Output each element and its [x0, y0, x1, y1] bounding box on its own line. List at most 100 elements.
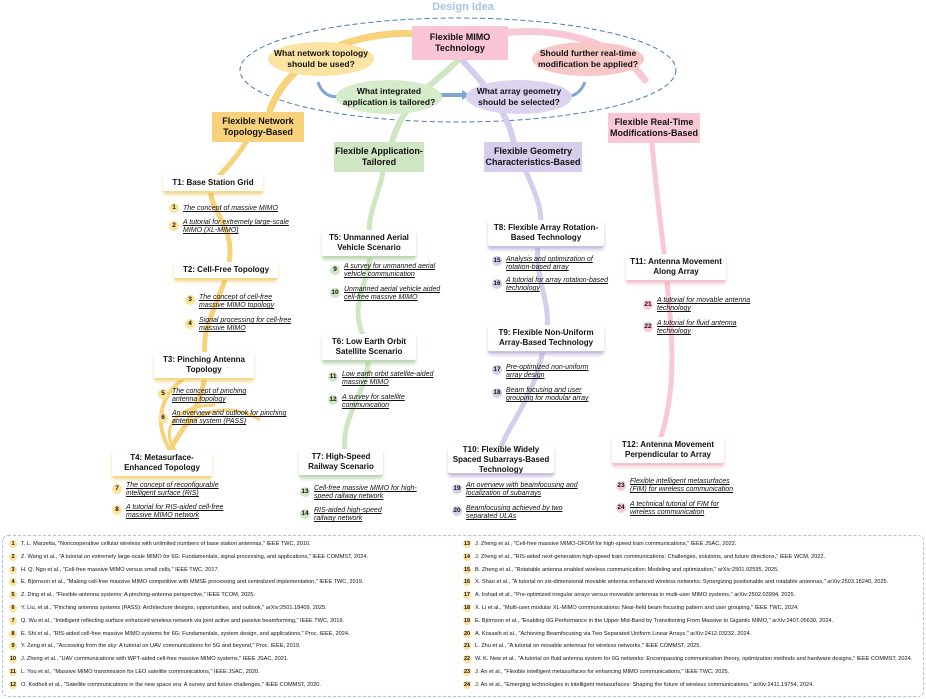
branch-geometry: Flexible Geometry Characteristics-Based	[484, 142, 582, 172]
topic-t10: T10: Flexible Widely Spaced Subarrays-Ba…	[448, 445, 554, 475]
ref-number-8: 8	[112, 505, 122, 515]
question-application: What integrated application is tailored?	[336, 80, 442, 114]
ref-21[interactable]: A tutorial for movable antenna technolog…	[657, 297, 751, 313]
ref-1[interactable]: The concept of massive MIMO	[183, 205, 278, 212]
topic-t4: T4: Metasurface-Enhanced Topology	[112, 450, 212, 478]
reference-number: 13	[463, 540, 471, 548]
ref-number-3: 3	[185, 295, 195, 305]
ref-9[interactable]: A survey for unmanned aerial vehicle com…	[344, 263, 436, 279]
ref-5[interactable]: The concept of pinching antenna topology	[172, 388, 247, 404]
ref-22[interactable]: A tutorial for fluid antenna technology	[657, 320, 737, 336]
reference-number: 17	[463, 591, 471, 600]
reference-text: Y. Zeng et al., "Accessing from the sky:…	[21, 643, 301, 650]
reference-text: Z. Wang et al., "A tutorial on extremely…	[21, 553, 368, 560]
reference-entry: 14 J. Zheng et al., "RIS-aided next-gener…	[463, 552, 826, 561]
ref-number-9: 9	[330, 265, 340, 275]
ref-3[interactable]: The concept of cell-free massive MIMO to…	[199, 294, 275, 310]
reference-text: A. Irshad et al., "Pre-optimized irregul…	[475, 592, 796, 599]
reference-number: 16	[463, 578, 471, 587]
topic-t2: T2: Cell-Free Topology	[174, 262, 278, 280]
reference-list: 1 T. L. Marzetta, "Noncooperative cellula…	[2, 535, 924, 697]
reference-entry: 17 A. Irshad et al., "Pre-optimized irreg…	[463, 591, 796, 600]
topic-t5: T5: Unmanned Aerial Vehicle Scenario	[322, 230, 416, 258]
topic-t12: T12: Antenna Movement Perpendicular to A…	[612, 437, 724, 465]
question-real-time: Should further real-time modification be…	[532, 42, 644, 76]
ref-number-10: 10	[330, 288, 340, 298]
reference-text: Z. Ding et al., "Flexible-antenna system…	[21, 592, 255, 599]
ref-11[interactable]: Low earth orbit satellite-aided massive …	[342, 371, 434, 387]
topic-t9: T9: Flexible Non-Uniform Array-Based Tec…	[488, 325, 604, 353]
ref-number-22: 22	[643, 322, 653, 332]
reference-number: 9	[9, 642, 17, 651]
question-array-geometry: What array geometry should be selected?	[466, 80, 572, 114]
reference-entry: 16 X. Shao et al., "A tutorial on six-dim…	[463, 578, 889, 587]
reference-number: 1	[9, 540, 17, 548]
ref-20[interactable]: Beamfocusing achieved by two separated U…	[466, 505, 563, 521]
ref-number-20: 20	[452, 506, 462, 516]
ref-number-1: 1	[169, 203, 179, 213]
ref-16[interactable]: A tutorial for array rotation-based tech…	[506, 277, 609, 293]
reference-text: J. An et al., "Emerging technologies in …	[475, 681, 814, 688]
ref-number-11: 11	[328, 372, 338, 382]
reference-entry: 24 J. An et al., "Emerging technologies i…	[463, 680, 814, 689]
reference-text: J. Zheng et al., "Cell-free massive MIMO…	[475, 541, 737, 547]
reference-text: T. L. Marzetta, "Noncooperative cellular…	[21, 541, 311, 547]
ref-7[interactable]: The concept of reconfigurable intelligen…	[126, 482, 219, 498]
ref-23[interactable]: Flexible intelligent metasurfaces (FIM) …	[630, 478, 734, 494]
branch-network-topology: Flexible Network Topology-Based	[212, 112, 304, 142]
ref-19[interactable]: An overview with beamfocusing and locali…	[466, 482, 578, 498]
reference-text: B. Zheng et al., "Rotatable antenna enab…	[475, 566, 779, 573]
reference-text: L. Zhu et al., "A tutorial on movable an…	[475, 643, 701, 650]
ref-10[interactable]: Unmanned aerial vehicle aided cell-free …	[344, 286, 441, 302]
ref-12[interactable]: A survey for satellite communication	[342, 394, 405, 410]
ref-number-24: 24	[616, 503, 626, 513]
ref-number-19: 19	[452, 484, 462, 494]
ref-6[interactable]: An overview and outlook for pinching ant…	[172, 410, 287, 426]
reference-text: W. K. New et al., "A tutorial on fluid a…	[475, 656, 913, 663]
branch-real-time: Flexible Real-Time Modifications-Based	[608, 113, 700, 143]
ref-13[interactable]: Cell-free massive MIMO for high-speed ra…	[314, 485, 417, 501]
ref-8[interactable]: A tutorial for RIS-aided cell-free massi…	[126, 504, 224, 520]
ref-14[interactable]: RIS-aided high-speed railway network	[314, 507, 382, 523]
ref-24[interactable]: A technical tutorial of FIM for wireless…	[630, 501, 719, 517]
reference-text: Q. Wu et al., "Intelligent reflecting su…	[21, 617, 345, 624]
ref-number-4: 4	[185, 319, 195, 329]
ref-number-16: 16	[492, 279, 502, 289]
core-node: Flexible MIMO Technology	[412, 26, 508, 60]
reference-text: J. Zheng et al., "RIS-aided next-generat…	[475, 553, 826, 560]
ref-15[interactable]: Analysis and optimization of rotation-ba…	[506, 256, 593, 272]
topic-t1: T1: Base Station Grid	[163, 175, 263, 193]
ref-number-14: 14	[300, 509, 310, 519]
ref-2[interactable]: A tutorial for extremely large-scale MIM…	[183, 219, 289, 235]
topic-t8: T8: Flexible Array Rotation-Based Techno…	[488, 220, 604, 248]
reference-number: 19	[463, 616, 471, 625]
reference-text: L. You et al., "Massive MIMO transmissio…	[21, 669, 260, 675]
diagram-title: Design Idea	[432, 1, 494, 13]
reference-text: Y. Liu, et al., "Pinching antenna system…	[21, 605, 327, 611]
reference-entry: 13 J. Zheng et al., "Cell-free massive MI…	[463, 540, 736, 548]
reference-number: 11	[9, 668, 17, 676]
ref-4[interactable]: Signal processing for cell-free massive …	[199, 317, 292, 333]
reference-text: X. Shao et al., "A tutorial on six-dimen…	[475, 579, 889, 586]
topic-t11: T11: Antenna Movement Along Array	[626, 254, 726, 282]
ref-number-7: 7	[112, 484, 122, 494]
ref-number-15: 15	[492, 256, 502, 266]
ref-number-23: 23	[616, 481, 626, 491]
ref-17[interactable]: Pre-optimized non-uniform array design	[506, 364, 589, 380]
ref-18[interactable]: Beam focusing and user grouping for modu…	[506, 387, 589, 403]
reference-text: O. Kodheli et al., "Satellite communicat…	[21, 681, 321, 688]
reference-number: 14	[463, 552, 471, 561]
reference-entry: 11 L. You et al., "Massive MIMO transmiss…	[9, 668, 260, 676]
reference-number: 24	[463, 680, 471, 689]
ref-number-13: 13	[300, 487, 310, 497]
reference-entry: 1 T. L. Marzetta, "Noncooperative cellula…	[9, 540, 311, 548]
